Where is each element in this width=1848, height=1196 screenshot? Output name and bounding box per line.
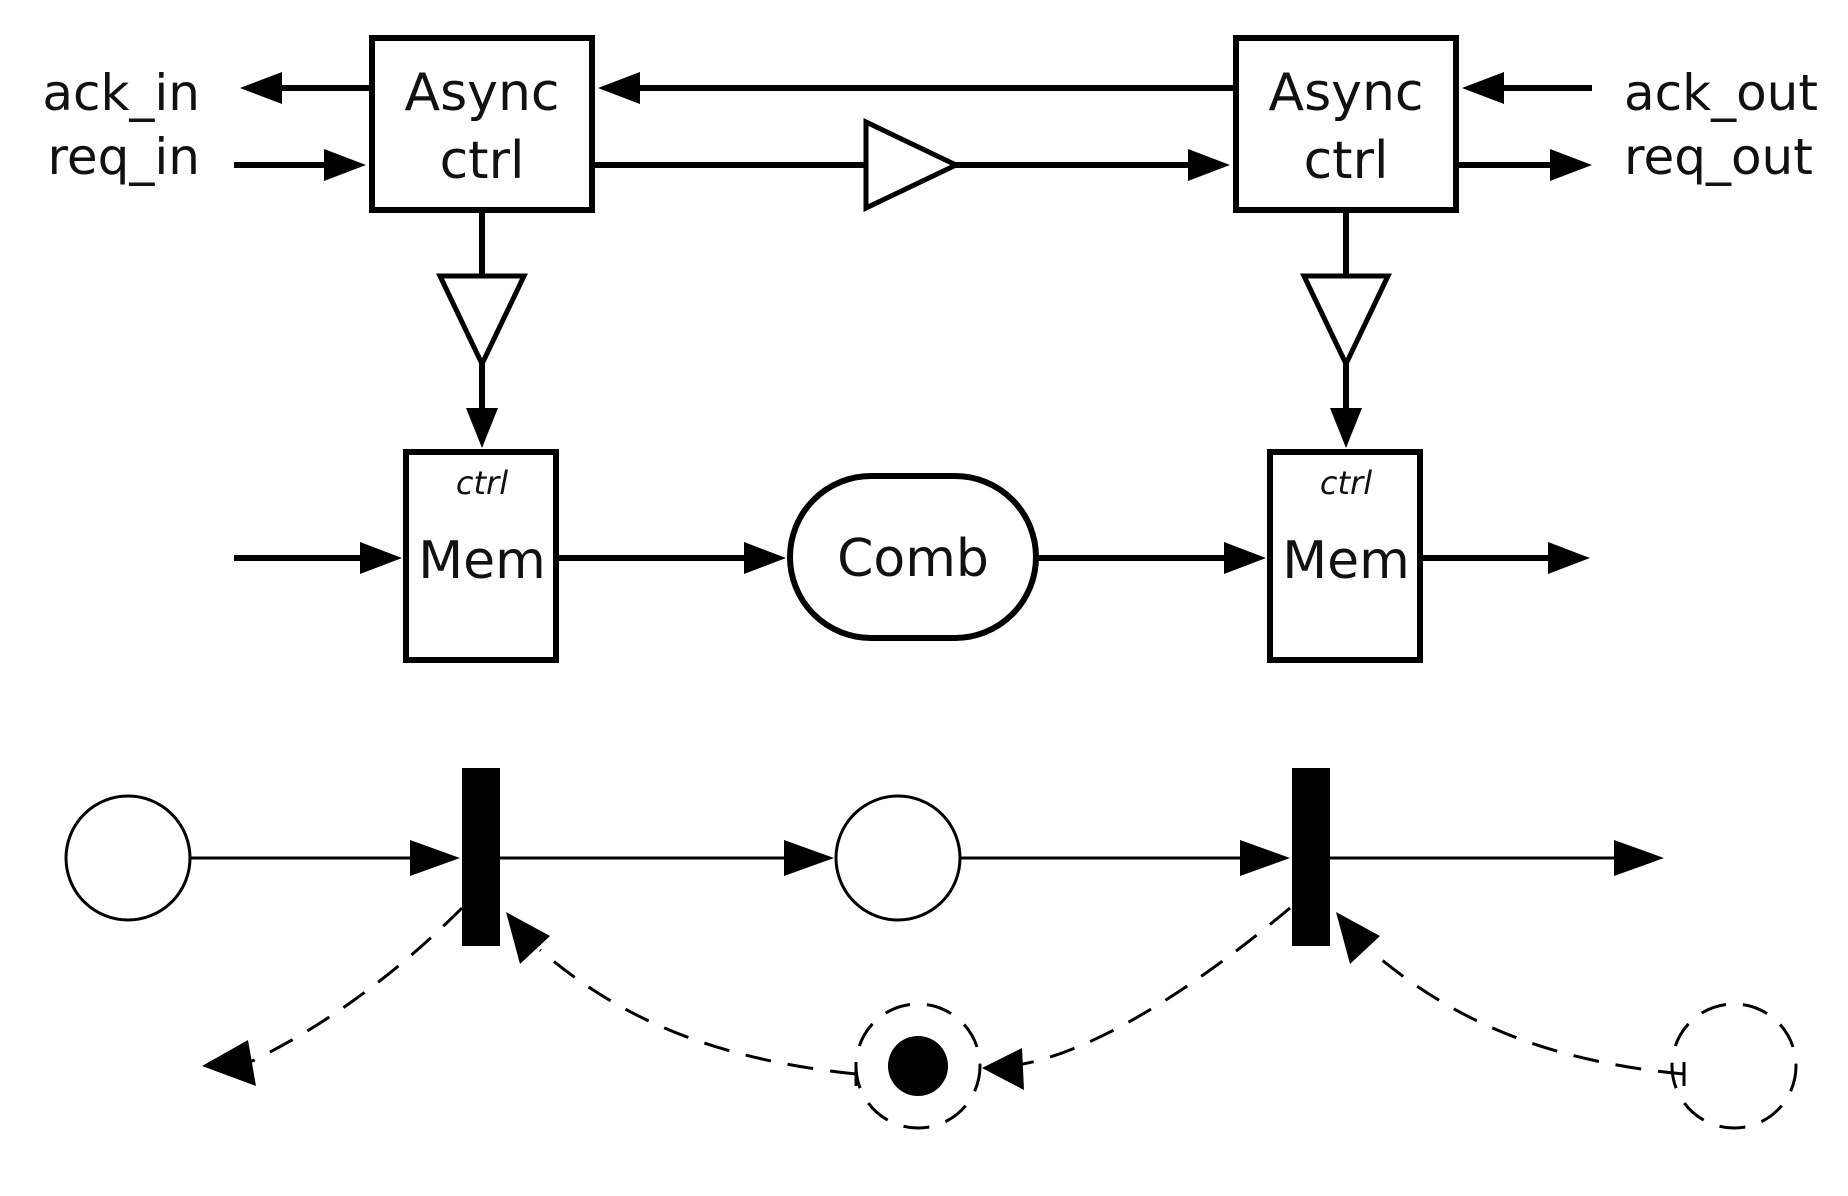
petri-place-feedback-right [1670, 1002, 1798, 1130]
ctrl-path-right [1300, 210, 1392, 448]
mem-left: ctrl Mem [403, 449, 559, 663]
comb-label: Comb [837, 529, 989, 589]
async-ctrl-right-line2: ctrl [1304, 131, 1389, 191]
req-out-label: req_out [1624, 128, 1813, 186]
ack-out-arrow [1462, 72, 1592, 104]
petri-arc-middle-to-right [960, 840, 1290, 876]
petri-place-middle [834, 794, 962, 922]
req-in-arrow [234, 149, 366, 181]
petri-transition-right [1292, 768, 1330, 946]
async-ctrl-right-line1: Async [1269, 63, 1424, 123]
comb-logic: Comb [787, 473, 1039, 641]
async-ctrl-right: Async ctrl [1233, 35, 1459, 213]
petri-token [888, 1036, 948, 1096]
async-ctrl-left-line2: ctrl [440, 131, 525, 191]
ack-in-label: ack_in [42, 64, 200, 122]
req-forward-arrow [592, 149, 1230, 181]
data-in-arrow [234, 542, 402, 574]
delay-buffer-icon [863, 118, 962, 212]
async-ctrl-left-line1: Async [405, 63, 560, 123]
ack-feedback-arrow [598, 72, 1236, 104]
mem-right-ctrl-label: ctrl [1320, 464, 1372, 502]
data-out-arrow [1420, 542, 1590, 574]
async-ctrl-left: Async ctrl [369, 35, 595, 213]
delay-buffer-left-icon [436, 273, 528, 370]
mem-left-ctrl-label: ctrl [456, 464, 508, 502]
petri-place-input [64, 794, 192, 922]
petri-transition-left [462, 768, 500, 946]
petri-dashed-arc-right-to-middle [982, 906, 1291, 1090]
mem-left-label: Mem [418, 531, 546, 591]
petri-arc-right-out [1330, 840, 1664, 876]
req-in-label: req_in [47, 128, 200, 186]
req-out-arrow [1456, 149, 1592, 181]
ack-in-arrow [240, 72, 372, 104]
ack-out-label: ack_out [1624, 64, 1818, 122]
petri-place-feedback-middle [854, 1002, 982, 1130]
mem-to-comb-arrow [556, 542, 786, 574]
delay-buffer-right-icon [1300, 273, 1392, 370]
ctrl-path-left [436, 210, 528, 448]
petri-dashed-arc-middle-to-left [506, 912, 858, 1086]
petri-arc-input-to-left [190, 840, 460, 876]
mem-right: ctrl Mem [1267, 449, 1423, 663]
petri-dashed-arc-left-out [202, 906, 464, 1086]
mem-right-label: Mem [1282, 531, 1410, 591]
comb-to-mem-arrow [1036, 542, 1266, 574]
petri-arc-left-to-middle [500, 840, 834, 876]
petri-dashed-arc-far-to-right [1336, 912, 1686, 1086]
